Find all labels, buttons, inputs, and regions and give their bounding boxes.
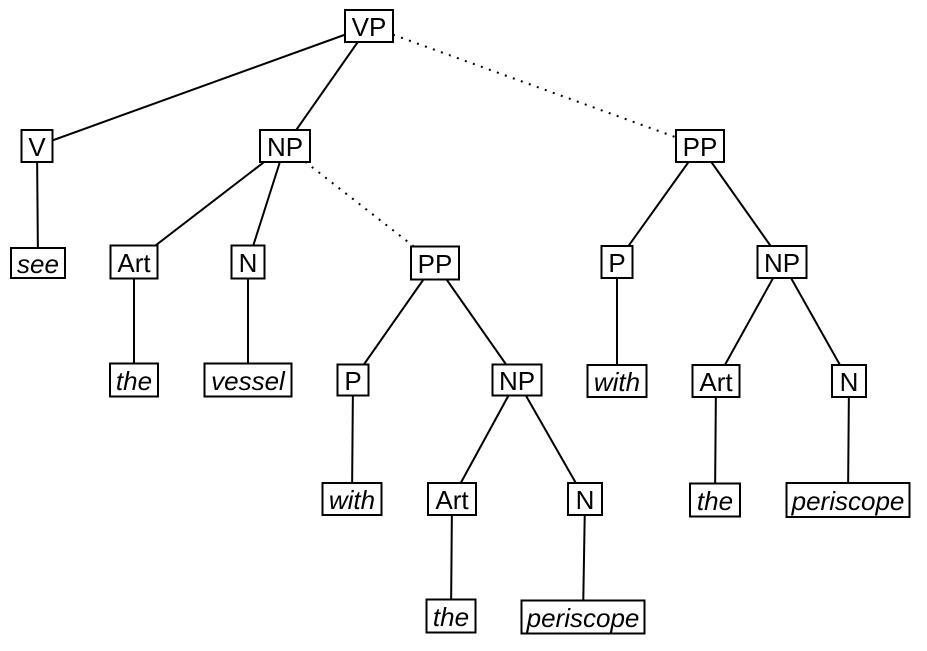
node-box-vessel xyxy=(203,362,293,398)
node-label-art1: Art xyxy=(117,248,151,278)
edge-p1-with1 xyxy=(351,379,354,500)
edge-np2-n2 xyxy=(781,261,850,382)
edge-np1-n1 xyxy=(247,145,286,263)
node-box-see xyxy=(10,247,66,279)
node-label-n3: N xyxy=(576,485,595,515)
node-art2: Art xyxy=(691,364,741,398)
node-label-p1: P xyxy=(344,366,361,396)
node-label-pp2: PP xyxy=(683,132,718,162)
edge-pp1-np3 xyxy=(434,262,518,381)
node-box-art3 xyxy=(427,482,477,516)
node-n1: N xyxy=(230,244,266,280)
node-the1: the xyxy=(109,362,159,398)
edge-np1-pp1-dotted xyxy=(284,145,436,264)
edges-layer xyxy=(36,25,850,618)
node-n2: N xyxy=(831,364,867,398)
node-label-art3: Art xyxy=(435,485,469,515)
edge-art2-the2 xyxy=(714,380,717,501)
edge-np2-art2 xyxy=(715,261,783,382)
node-label-the3: the xyxy=(433,602,469,632)
node-label-see: see xyxy=(17,249,59,279)
node-vessel: vessel xyxy=(203,362,293,398)
node-label-the2: the xyxy=(697,486,733,516)
node-box-pp2 xyxy=(675,129,725,163)
node-label-np3: NP xyxy=(499,366,535,396)
node-periscope2: periscope xyxy=(785,482,911,518)
node-box-v xyxy=(20,129,54,163)
edge-n3-periscope1 xyxy=(582,498,586,618)
edge-art3-the3 xyxy=(450,498,453,617)
node-label-with1: with xyxy=(329,485,375,515)
node-label-art2: Art xyxy=(699,367,733,397)
node-label-the1: the xyxy=(116,366,152,396)
edge-pp2-np2 xyxy=(699,145,783,263)
node-box-n2 xyxy=(831,364,867,398)
node-box-vp xyxy=(344,9,394,43)
node-vp: VP xyxy=(344,9,394,43)
node-label-p2: P xyxy=(608,248,625,278)
node-periscope1: periscope xyxy=(520,599,646,635)
node-box-art1 xyxy=(109,244,159,280)
edge-np3-art3 xyxy=(451,379,518,500)
node-label-n2: N xyxy=(840,367,859,397)
node-label-v: V xyxy=(28,132,46,162)
node-box-with1 xyxy=(321,482,383,516)
node-see: see xyxy=(10,247,66,279)
node-the2: the xyxy=(689,482,741,518)
node-label-vp: VP xyxy=(352,12,387,42)
node-box-n1 xyxy=(230,244,266,280)
node-box-p2 xyxy=(600,245,634,279)
node-box-periscope2 xyxy=(785,482,911,518)
node-label-periscope2: periscope xyxy=(791,486,905,516)
node-label-vessel: vessel xyxy=(211,366,286,396)
node-art3: Art xyxy=(427,482,477,516)
node-with1: with xyxy=(321,482,383,516)
node-p1: P xyxy=(336,363,370,397)
node-pp1: PP xyxy=(410,245,460,281)
node-box-art2 xyxy=(691,364,741,398)
edge-vp-pp2-dotted xyxy=(368,25,701,147)
node-box-with2 xyxy=(586,364,648,398)
node-box-np1 xyxy=(259,129,311,163)
edge-pp1-p1 xyxy=(352,262,436,381)
node-box-the1 xyxy=(109,362,159,398)
edge-pp2-p2 xyxy=(616,145,701,263)
node-box-pp1 xyxy=(410,245,460,281)
node-v: V xyxy=(20,129,54,163)
edge-vp-np1 xyxy=(284,25,370,147)
edge-np3-n3 xyxy=(516,379,586,500)
edge-v-see xyxy=(36,145,39,264)
node-label-n1: N xyxy=(239,248,258,278)
node-box-np3 xyxy=(491,363,543,397)
node-np1: NP xyxy=(259,129,311,163)
edge-np1-art1 xyxy=(133,145,286,263)
node-label-with2: with xyxy=(594,367,640,397)
node-box-np2 xyxy=(756,245,808,279)
node-np2: NP xyxy=(756,245,808,279)
edge-vp-v xyxy=(36,25,370,147)
node-box-the2 xyxy=(689,482,741,518)
node-p2: P xyxy=(600,245,634,279)
node-label-pp1: PP xyxy=(418,249,453,279)
node-box-periscope1 xyxy=(520,599,646,635)
node-box-n3 xyxy=(567,482,603,516)
node-label-np1: NP xyxy=(267,132,303,162)
node-art1: Art xyxy=(109,244,159,280)
node-np3: NP xyxy=(491,363,543,397)
node-box-p1 xyxy=(336,363,370,397)
node-label-np2: NP xyxy=(764,248,800,278)
edge-n2-periscope2 xyxy=(847,380,850,501)
node-box-the3 xyxy=(425,598,477,634)
node-the3: the xyxy=(425,598,477,634)
node-label-periscope1: periscope xyxy=(526,603,640,633)
node-n3: N xyxy=(567,482,603,516)
node-with2: with xyxy=(586,364,648,398)
node-pp2: PP xyxy=(675,129,725,163)
